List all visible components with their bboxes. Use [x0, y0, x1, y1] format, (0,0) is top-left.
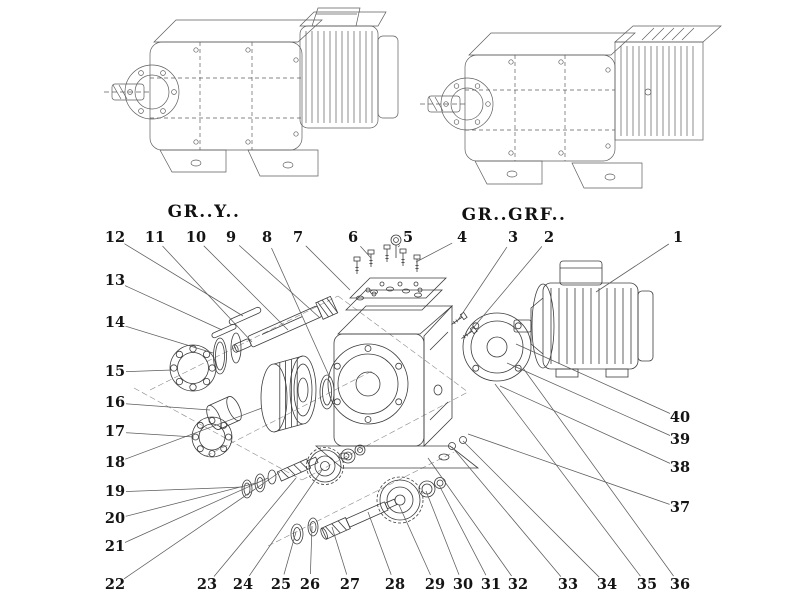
leader-line-38 [499, 385, 671, 464]
eye-bolt [390, 234, 402, 258]
leader-line-20 [125, 482, 257, 517]
leader-line-18 [125, 407, 263, 460]
leader-line-23 [213, 477, 297, 577]
leader-line-14 [125, 325, 214, 354]
leader-line-1 [595, 243, 670, 293]
leader-line-5 [397, 245, 401, 248]
assembled-view-gr-y [104, 7, 399, 177]
leader-line-35 [494, 383, 641, 577]
leader-line-17 [125, 432, 195, 438]
helical-gear-drum [260, 355, 317, 433]
cover-and-fasteners [345, 234, 478, 342]
leader-line-29 [398, 504, 431, 576]
leader-line-24 [248, 469, 323, 577]
leader-line-2 [467, 246, 543, 335]
assembled-view-gr-grf [420, 25, 722, 189]
input-shaft-assembly [169, 295, 339, 458]
leader-line-28 [367, 511, 392, 575]
leader-line-39 [506, 362, 671, 436]
leader-line-32 [427, 457, 512, 577]
leader-line-8 [271, 247, 331, 379]
leader-line-6 [360, 245, 372, 259]
intermediate-gear-set [241, 444, 366, 499]
exploded-view [133, 234, 654, 547]
output-flange-adapter [462, 312, 532, 382]
leader-line-25 [283, 531, 297, 575]
leader-line-7 [305, 245, 351, 291]
leader-line-16 [125, 403, 211, 411]
leader-line-13 [124, 285, 223, 331]
leader-line-22 [123, 471, 281, 580]
leader-line-34 [462, 440, 600, 578]
ball-bearing-large [169, 344, 217, 392]
spacer-sleeve [206, 396, 242, 430]
motor [513, 260, 654, 378]
leader-line-27 [331, 526, 348, 575]
leader-lines-layer [123, 242, 674, 580]
leader-line-3 [457, 246, 508, 321]
leader-line-30 [425, 490, 460, 575]
spur-gear-small [306, 447, 344, 485]
output-gear-set [290, 436, 467, 545]
variant-label-gr-y: GR..Y.. [167, 202, 241, 222]
gearbox-housing [314, 304, 480, 469]
leader-line-19 [125, 486, 244, 492]
leader-line-26 [310, 525, 313, 575]
spur-gear-large [376, 476, 424, 524]
leader-line-4 [415, 242, 453, 263]
leader-line-40 [515, 343, 671, 414]
leader-line-21 [124, 477, 269, 543]
variant-label-gr-grf: GR..GRF.. [461, 205, 567, 225]
ball-bearing-small [191, 416, 233, 458]
leader-line-36 [522, 367, 674, 577]
leader-line-31 [438, 484, 487, 576]
leader-line-10 [203, 245, 289, 331]
leader-line-15 [125, 369, 173, 372]
leader-line-37 [467, 433, 670, 505]
leader-line-12 [124, 243, 244, 317]
leader-line-33 [451, 446, 562, 577]
leader-line-9 [238, 245, 321, 319]
